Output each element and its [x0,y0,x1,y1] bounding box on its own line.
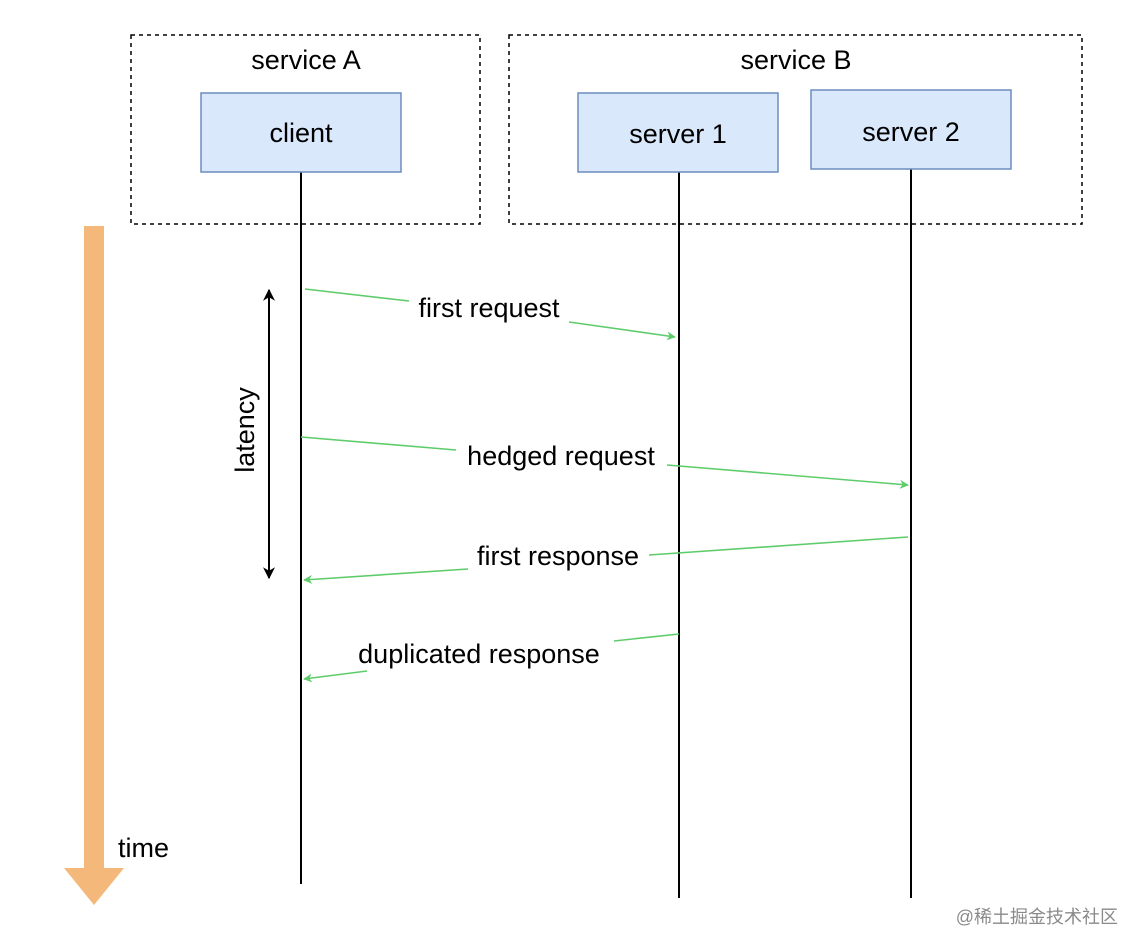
server-2-label: server 2 [862,117,960,147]
latency-label: latency [230,387,260,473]
server-2-box: server 2 [810,89,1012,170]
first-request-message: first request [304,288,676,341]
first-response-label: first response [477,541,639,571]
service-b-group: service B [508,34,1083,225]
first-response-message: first response [303,536,909,584]
service-a-label: service A [251,45,361,75]
hedged-request-label: hedged request [467,441,655,471]
first-request-label: first request [418,293,560,323]
client-label: client [269,118,333,148]
duplicated-response-message: duplicated response [303,633,680,683]
time-label: time [118,833,169,863]
service-b-frame [508,34,1083,225]
service-b-label: service B [740,45,851,75]
service-a-group: service A [130,34,481,225]
time-arrow [64,226,124,905]
hedged-request-message: hedged request [300,436,909,489]
client-box: client [200,92,402,173]
duplicated-response-label: duplicated response [358,639,600,669]
server-1-label: server 1 [629,119,727,149]
server-1-box: server 1 [577,92,779,173]
service-a-frame [130,34,481,225]
watermark: @稀土掘金技术社区 [956,907,1118,927]
